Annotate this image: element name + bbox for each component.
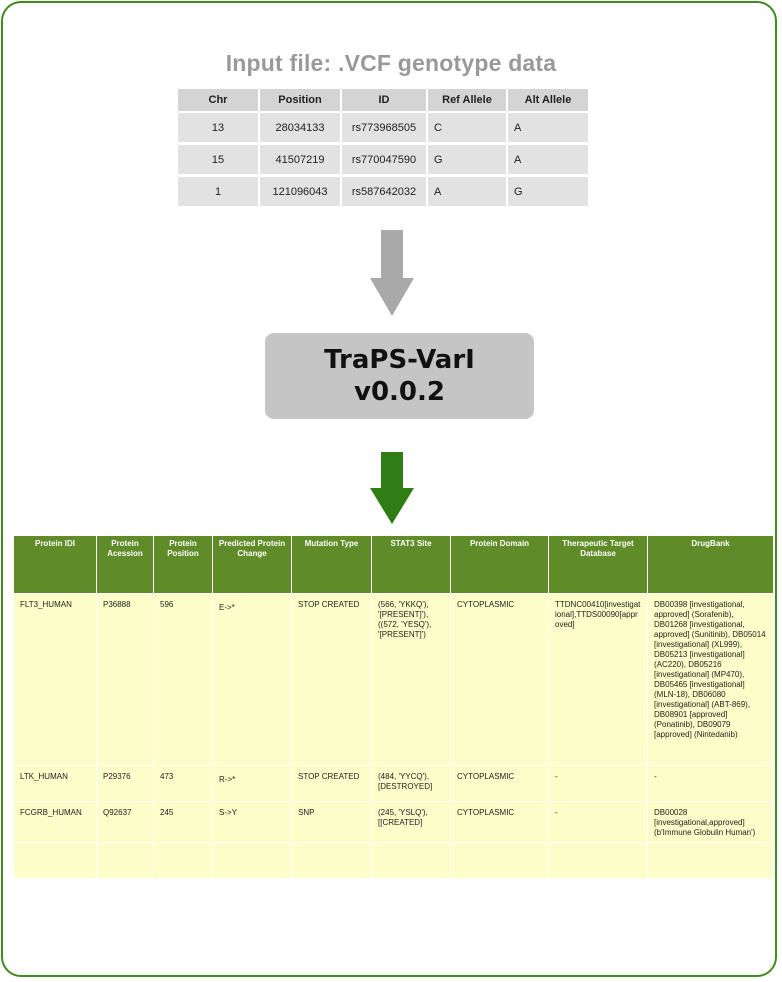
result-cell: 245 <box>154 801 213 842</box>
result-cell: - <box>648 765 774 801</box>
col-protein-domain: Protein Domain <box>451 536 549 593</box>
results-header-row: Protein IDI Protein Acession Protein Pos… <box>14 536 774 593</box>
vcf-cell: rs770047590 <box>342 145 428 177</box>
result-cell <box>648 842 774 878</box>
tool-box: TraPS-VarI v0.0.2 <box>265 333 534 419</box>
result-cell <box>292 842 372 878</box>
table-row: FCGRB_HUMAN Q92637 245 S->Y SNP (245, 'Y… <box>14 801 774 842</box>
tool-name: TraPS-VarI <box>324 345 475 375</box>
table-row: FLT3_HUMAN P36888 596 E->* STOP CREATED … <box>14 593 774 765</box>
vcf-cell: A <box>428 177 508 209</box>
input-title: Input file: .VCF genotype data <box>225 50 557 76</box>
vcf-table: Chr Position ID Ref Allele Alt Allele 13… <box>178 89 590 209</box>
result-cell: STOP CREATED <box>292 593 372 765</box>
result-cell: E->* <box>213 593 292 765</box>
result-cell: (484, 'YYCQ'), [DESTROYED] <box>372 765 451 801</box>
result-cell <box>213 842 292 878</box>
result-cell: CYTOPLASMIC <box>451 593 549 765</box>
vcf-cell: rs773968505 <box>342 113 428 145</box>
result-cell: FLT3_HUMAN <box>14 593 97 765</box>
result-cell <box>372 842 451 878</box>
table-row: 1 121096043 rs587642032 A G <box>178 177 590 209</box>
result-cell <box>14 842 97 878</box>
result-cell <box>97 842 154 878</box>
vcf-col-id: ID <box>342 89 428 113</box>
result-cell: - <box>549 801 648 842</box>
vcf-cell: 41507219 <box>260 145 342 177</box>
col-protein-acession: Protein Acession <box>97 536 154 593</box>
result-cell: - <box>549 765 648 801</box>
result-cell: SNP <box>292 801 372 842</box>
table-row: 13 28034133 rs773968505 C A <box>178 113 590 145</box>
result-cell: R->* <box>213 765 292 801</box>
results-table: Protein IDI Protein Acession Protein Pos… <box>14 536 774 878</box>
col-protein-position: Protein Position <box>154 536 213 593</box>
vcf-cell: G <box>508 177 590 209</box>
vcf-col-ref: Ref Allele <box>428 89 508 113</box>
result-cell: S->Y <box>213 801 292 842</box>
vcf-cell: A <box>508 113 590 145</box>
gray-down-arrow-icon <box>370 230 414 316</box>
result-cell: CYTOPLASMIC <box>451 765 549 801</box>
result-cell: Q92637 <box>97 801 154 842</box>
col-protein-idi: Protein IDI <box>14 536 97 593</box>
result-cell: (245, 'YSLQ'), [[CREATED] <box>372 801 451 842</box>
col-predicted-change: Predicted Protein Change <box>213 536 292 593</box>
vcf-cell: 1 <box>178 177 260 209</box>
result-cell: (566, 'YKKQ'), '[PRESENT]'), ((572, 'YES… <box>372 593 451 765</box>
table-row: 15 41507219 rs770047590 G A <box>178 145 590 177</box>
col-ttd: Therapeutic Target Database <box>549 536 648 593</box>
vcf-cell: 13 <box>178 113 260 145</box>
result-cell: 473 <box>154 765 213 801</box>
vcf-cell: C <box>428 113 508 145</box>
vcf-cell: 28034133 <box>260 113 342 145</box>
result-cell: DB00398 [investigational, approved] (Sor… <box>648 593 774 765</box>
table-row: LTK_HUMAN P29376 473 R->* STOP CREATED (… <box>14 765 774 801</box>
result-cell: TTDNC00410[investigational],TTDS00090[ap… <box>549 593 648 765</box>
col-mutation-type: Mutation Type <box>292 536 372 593</box>
result-cell: LTK_HUMAN <box>14 765 97 801</box>
green-down-arrow-icon <box>370 452 414 524</box>
vcf-cell: A <box>508 145 590 177</box>
result-cell: P36888 <box>97 593 154 765</box>
table-row <box>14 842 774 878</box>
result-cell: P29376 <box>97 765 154 801</box>
col-drugbank: DrugBank <box>648 536 774 593</box>
result-cell: 596 <box>154 593 213 765</box>
vcf-cell: 15 <box>178 145 260 177</box>
vcf-cell: G <box>428 145 508 177</box>
result-cell: FCGRB_HUMAN <box>14 801 97 842</box>
result-cell: CYTOPLASMIC <box>451 801 549 842</box>
vcf-col-alt: Alt Allele <box>508 89 590 113</box>
col-stat3-site: STAT3 Site <box>372 536 451 593</box>
vcf-cell: rs587642032 <box>342 177 428 209</box>
vcf-header-row: Chr Position ID Ref Allele Alt Allele <box>178 89 590 113</box>
vcf-col-position: Position <box>260 89 342 113</box>
result-cell <box>549 842 648 878</box>
vcf-col-chr: Chr <box>178 89 260 113</box>
result-cell <box>154 842 213 878</box>
tool-version: v0.0.2 <box>354 377 445 407</box>
result-cell: DB00028 [investigational,approved] (b'Im… <box>648 801 774 842</box>
result-cell: STOP CREATED <box>292 765 372 801</box>
vcf-cell: 121096043 <box>260 177 342 209</box>
result-cell <box>451 842 549 878</box>
